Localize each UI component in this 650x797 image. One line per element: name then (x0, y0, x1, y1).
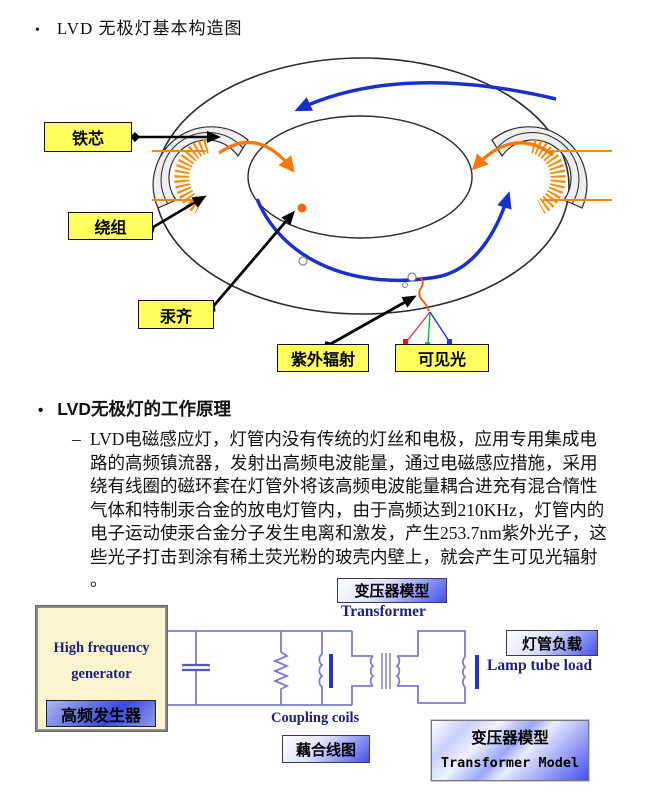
amalgam-arrow (207, 210, 295, 313)
principle-line: 些光子打击到涂有稀土荧光粉的玻壳内壁上，就会产生可见光辐射 (90, 546, 598, 567)
bullet-marker-2: • (38, 402, 44, 419)
winding-arrow (146, 195, 207, 233)
left-field-arrow (218, 140, 295, 173)
uv-squiggle (418, 276, 430, 312)
coupling-coils-label-cn-text: 藕合线图 (295, 742, 356, 759)
transformer-model-box-en: Transformer Model (440, 755, 580, 771)
principle-line: 路的高频镇流器，发射出高频电波能量，通过电磁感应措施，采用 (90, 452, 598, 473)
principle-line: 绕有线圈的磁环套在灯管外将该高频电波能量耦合进充有混合惰性 (90, 476, 598, 496)
label-winding-text: 绕组 (94, 220, 127, 237)
label-uv-radiation: 紫外辐射 (277, 344, 369, 372)
generator-label-line1: High frequency (53, 640, 150, 656)
torus-inner-hole (247, 115, 473, 239)
transformer-model-box: 变压器模型 Transformer Model (431, 720, 589, 781)
transformer-core-lines (381, 653, 391, 689)
equivalent-circuit-diagram (167, 630, 479, 706)
coupling-coil-branch (318, 631, 324, 705)
ray-green (427, 311, 431, 344)
generator-label-line2: generator (71, 666, 132, 682)
ray-red (406, 311, 431, 342)
label-iron-core: 铁芯 (44, 122, 132, 152)
resistor-branch (272, 631, 290, 705)
particle-3 (402, 282, 408, 288)
secondary-loop-wires (397, 630, 466, 704)
section2-title-text: LVD无极灯的工作原理 (57, 399, 231, 419)
lamp-structure-diagram (130, 57, 612, 350)
particle-1 (298, 256, 308, 266)
coupling-coils-label-cn: 藕合线图 (282, 735, 370, 763)
right-core-band (496, 131, 580, 205)
uv-arrow (323, 295, 417, 350)
principle-line: 气体和特制汞合金的放电灯管内，由于高频达到210KHz，灯管内的 (90, 499, 605, 520)
current-arrow-top (294, 81, 557, 112)
principle-line: LVD电磁感应灯，灯管内没有传统的灯丝和电极，应用专用集成电 (90, 429, 597, 449)
dash-marker: – (72, 429, 81, 449)
transformer-model-label-top-text: 变压器模型 (354, 584, 430, 600)
high-frequency-generator-box: High frequency generator 高频发生器 (36, 606, 167, 731)
label-amalgam: 汞齐 (138, 300, 214, 329)
principle-line: 电子运动使汞合金分子发生电离和激发，产生253.7nm紫外光子，这 (90, 523, 607, 543)
transformer-model-box-cn: 变压器模型 (471, 730, 549, 747)
left-winding-coil (174, 138, 210, 214)
primary-step-wires (351, 631, 373, 705)
principle-lines: LVD电磁感应灯，灯管内没有传统的灯丝和电极，应用专用集成电 路的高频镇流器，发… (90, 428, 650, 593)
label-uv-radiation-text: 紫外辐射 (290, 352, 355, 369)
principle-line: 。 (90, 570, 108, 590)
label-visible-light-text: 可见光 (417, 352, 466, 369)
amalgam-dot (297, 203, 307, 213)
right-field-arrow (471, 141, 554, 171)
principle-paragraph: – LVD电磁感应灯，灯管内没有传统的灯丝和电极，应用专用集成电 路的高频镇流器… (72, 428, 650, 593)
lamp-load-label-cn-text: 灯管负载 (521, 636, 582, 653)
section1-title-text: LVD 无极灯基本构造图 (56, 19, 243, 38)
bullet-marker: • (35, 23, 41, 38)
label-winding: 绕组 (68, 212, 153, 240)
label-amalgam-text: 汞齐 (159, 308, 192, 326)
transformer-primary-coil (369, 655, 375, 687)
section1-title: • LVD 无极灯基本构造图 (35, 14, 243, 39)
lamp-load-label-en: Lamp tube load (487, 657, 593, 674)
section2-title: • LVD无极灯的工作原理 (38, 396, 231, 421)
coupling-coils-label-en: Coupling coils (271, 710, 360, 726)
generator-label-cn: 高频发生器 (46, 700, 156, 727)
ray-blue-tip (447, 339, 452, 344)
label-visible-light: 可见光 (395, 344, 489, 372)
particle-2 (407, 272, 417, 282)
ray-blue (429, 311, 450, 342)
transformer-en-label: Transformer (341, 603, 426, 620)
lamp-load-label-cn: 灯管负载 (506, 630, 598, 656)
transformer-secondary-coil (395, 655, 401, 687)
transformer-model-label-top: 变压器模型 (337, 578, 447, 603)
capacitor-plates (182, 663, 210, 672)
label-iron-core-text: 铁芯 (71, 131, 104, 148)
load-coil (462, 656, 467, 688)
